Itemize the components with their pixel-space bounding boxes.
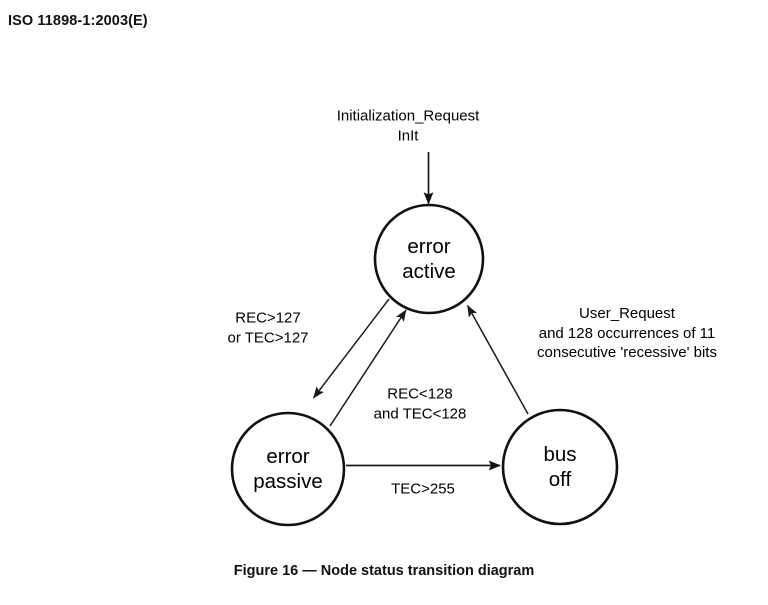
edge-passive-to-active-arrow bbox=[329, 309, 407, 427]
node-bus-off[interactable] bbox=[501, 408, 619, 526]
edge-label-busoff-to-active: User_Request and 128 occurrences of 11 c… bbox=[537, 304, 717, 363]
edge-label-active-to-passive-line1: REC>127 bbox=[235, 309, 301, 327]
edge-label-busoff-to-active-line3: consecutive 'recessive' bits bbox=[537, 343, 717, 361]
edge-label-passive-to-active-line1: REC<128 bbox=[387, 385, 453, 403]
node-label-bus-off-line2: off bbox=[548, 468, 572, 491]
edge-label-init-line1: Initialization_Request bbox=[336, 107, 480, 125]
edge-label-init: Initialization_Request InIt bbox=[337, 107, 480, 146]
node-label-error-passive-line1: error bbox=[266, 445, 310, 468]
edge-label-active-to-passive: REC>127 or TEC>127 bbox=[227, 309, 308, 348]
document-header: ISO 11898-1:2003(E) bbox=[8, 13, 148, 29]
node-label-bus-off-line1: bus bbox=[543, 443, 577, 466]
edge-active-to-passive-arrow bbox=[312, 298, 390, 399]
node-label-error-passive-line2: passive bbox=[253, 470, 323, 493]
edge-label-passive-to-busoff: TEC>255 bbox=[391, 479, 455, 499]
edge-label-passive-to-active-line2: and TEC<128 bbox=[373, 405, 467, 422]
node-label-error-passive: error passive bbox=[253, 444, 323, 494]
node-label-error-active: error active bbox=[402, 234, 456, 284]
edge-label-busoff-to-active-line1: User_Request bbox=[579, 304, 675, 322]
edge-busoff-to-active-arrow bbox=[466, 304, 529, 415]
edge-label-passive-to-active: REC<128 and TEC<128 bbox=[374, 385, 467, 424]
node-error-active[interactable] bbox=[373, 203, 485, 315]
node-label-error-active-line2: active bbox=[402, 260, 456, 283]
node-error-passive[interactable] bbox=[230, 411, 346, 527]
edge-label-busoff-to-active-line2: and 128 occurrences of 11 bbox=[538, 324, 716, 342]
edge-label-passive-to-busoff-line1: TEC>255 bbox=[391, 480, 455, 498]
edge-label-active-to-passive-line2: or TEC>127 bbox=[227, 329, 309, 346]
figure-caption: Figure 16 — Node status transition diagr… bbox=[233, 563, 535, 579]
node-label-error-active-line1: error bbox=[407, 235, 451, 258]
node-label-bus-off: bus off bbox=[543, 442, 576, 492]
edge-label-init-line2: InIt bbox=[397, 127, 419, 144]
